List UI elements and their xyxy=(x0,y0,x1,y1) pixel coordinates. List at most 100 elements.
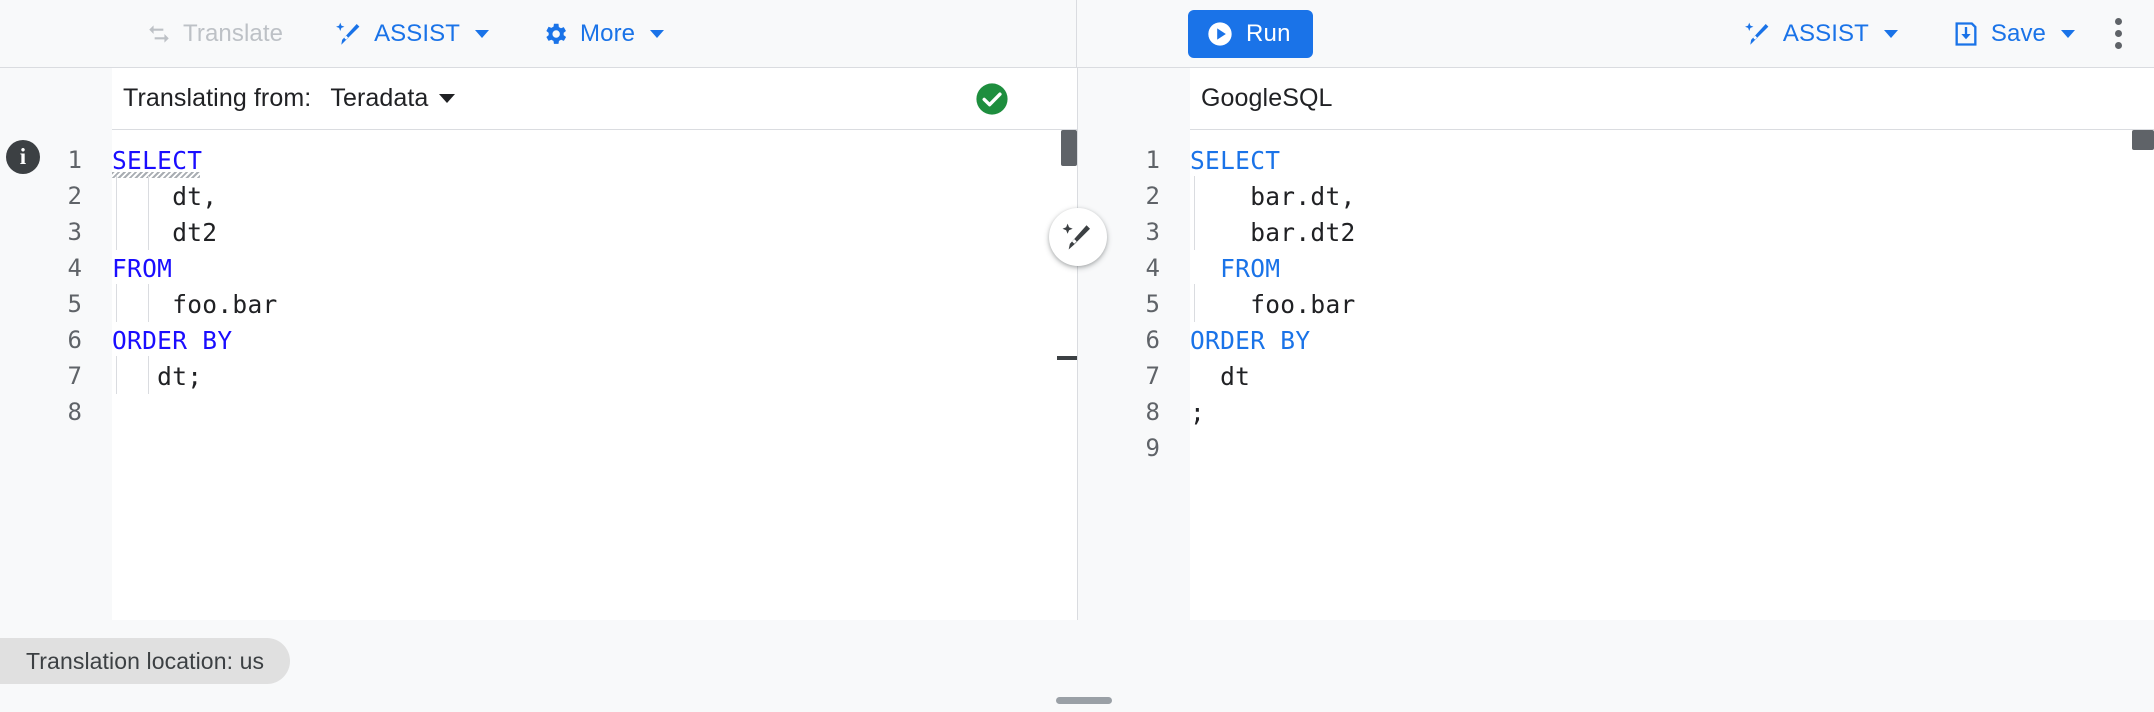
assist-right-button[interactable]: ASSIST xyxy=(1740,14,1902,54)
code-text: ORDER BY xyxy=(1190,325,1311,355)
assist-left-label: ASSIST xyxy=(374,19,461,47)
line-number: 4 xyxy=(1145,254,1160,282)
target-pane-header: GoogleSQL xyxy=(1190,68,2154,130)
line-number: 1 xyxy=(1145,146,1160,174)
target-dialect-label: GoogleSQL xyxy=(1201,84,1333,112)
source-vertical-scrollbar[interactable] xyxy=(1061,130,1077,166)
code-text: dt; xyxy=(112,361,203,391)
source-pane-header: Translating from: Teradata xyxy=(112,68,1077,130)
line-number: 6 xyxy=(67,326,82,354)
indent-guide xyxy=(148,176,149,214)
run-button-label: Run xyxy=(1246,19,1291,47)
code-line: 8 xyxy=(0,394,1077,430)
more-button[interactable]: More xyxy=(537,14,668,54)
magic-wand-icon xyxy=(335,20,363,48)
code-line: 2 dt, xyxy=(0,176,1077,214)
code-line: 1 SELECT xyxy=(0,142,1077,178)
line-number: 8 xyxy=(67,398,82,426)
code-line: 4 FROM xyxy=(1078,250,2154,286)
kebab-dot xyxy=(2115,18,2122,25)
run-button[interactable]: Run xyxy=(1188,9,1313,58)
code-line: 1 SELECT xyxy=(1078,142,2154,178)
magic-wand-icon xyxy=(1744,20,1772,48)
target-vertical-scrollbar[interactable] xyxy=(2132,130,2154,150)
indent-guide xyxy=(1194,176,1195,214)
line-number: 3 xyxy=(67,218,82,246)
source-dialect-value: Teradata xyxy=(330,84,429,112)
code-text: bar.dt, xyxy=(1190,181,1356,211)
line-number: 1 xyxy=(67,146,82,174)
line-number: 6 xyxy=(1145,326,1160,354)
indent-guide xyxy=(116,356,117,394)
code-text: SELECT xyxy=(112,146,202,178)
indent-guide xyxy=(148,212,149,250)
bottom-resize-handle[interactable] xyxy=(1056,697,1112,704)
toolbar: Translate ASSIST xyxy=(0,0,2154,68)
line-number: 7 xyxy=(1145,362,1160,390)
line-number: 8 xyxy=(1145,398,1160,426)
code-line: 5 foo.bar xyxy=(0,284,1077,322)
info-icon[interactable]: i xyxy=(6,140,40,174)
source-gutter xyxy=(0,130,112,620)
code-line: 6 ORDER BY xyxy=(0,322,1077,358)
source-dialect-dropdown[interactable]: Teradata xyxy=(311,84,456,113)
indent-guide xyxy=(1194,284,1195,322)
chevron-down-icon xyxy=(1883,29,1898,38)
save-button[interactable]: Save xyxy=(1948,14,2079,54)
translating-from-label: Translating from: xyxy=(123,84,312,112)
chevron-down-icon xyxy=(650,29,665,38)
indent-guide xyxy=(116,212,117,250)
code-text: dt, xyxy=(112,181,218,211)
more-vert-icon[interactable] xyxy=(2105,10,2132,57)
error-squiggle xyxy=(112,171,200,178)
code-text: ORDER BY xyxy=(112,325,233,355)
code-text: foo.bar xyxy=(1190,289,1356,319)
save-icon xyxy=(1952,20,1980,48)
code-text: ; xyxy=(1190,397,1206,427)
chevron-down-icon xyxy=(439,94,456,103)
code-text: FROM xyxy=(1190,253,1281,283)
code-line: 9 xyxy=(1078,430,2154,466)
translate-button[interactable]: Translate xyxy=(142,14,287,54)
code-text: SELECT xyxy=(1190,145,1281,175)
code-line: 2 bar.dt, xyxy=(1078,176,2154,214)
line-number: 9 xyxy=(1145,434,1160,462)
magic-wand-edit-icon xyxy=(1062,223,1090,250)
source-scroll-marker xyxy=(1057,356,1077,360)
line-number: 3 xyxy=(1145,218,1160,246)
indent-guide xyxy=(148,284,149,322)
code-text: foo.bar xyxy=(112,289,278,319)
indent-guide xyxy=(148,356,149,394)
code-text: FROM xyxy=(112,253,173,283)
save-button-label: Save xyxy=(1990,19,2046,47)
check-circle-icon xyxy=(975,82,1009,116)
code-text: dt2 xyxy=(112,217,218,247)
code-line: 7 dt xyxy=(1078,358,2154,394)
indent-guide xyxy=(116,176,117,214)
code-line: 5 foo.bar xyxy=(1078,284,2154,322)
translate-button-label: Translate xyxy=(183,19,284,47)
line-number: 4 xyxy=(67,254,82,282)
line-number: 2 xyxy=(1145,182,1160,210)
line-number: 5 xyxy=(1145,290,1160,318)
indent-guide xyxy=(116,284,117,322)
code-line: 8; xyxy=(1078,394,2154,430)
ai-edit-fab[interactable] xyxy=(1049,208,1107,266)
kebab-dot xyxy=(2115,42,2122,49)
toolbar-right-group: Run ASSIST xyxy=(1078,0,2154,67)
code-line: 3 bar.dt2 xyxy=(1078,212,2154,250)
pane-divider[interactable] xyxy=(1077,68,1078,620)
footer: Translation location: us xyxy=(0,620,2154,712)
code-text: bar.dt2 xyxy=(1190,217,1356,247)
assist-left-button[interactable]: ASSIST xyxy=(331,14,493,54)
line-number: 7 xyxy=(67,362,82,390)
assist-right-label: ASSIST xyxy=(1782,19,1869,47)
gear-icon xyxy=(541,20,569,48)
